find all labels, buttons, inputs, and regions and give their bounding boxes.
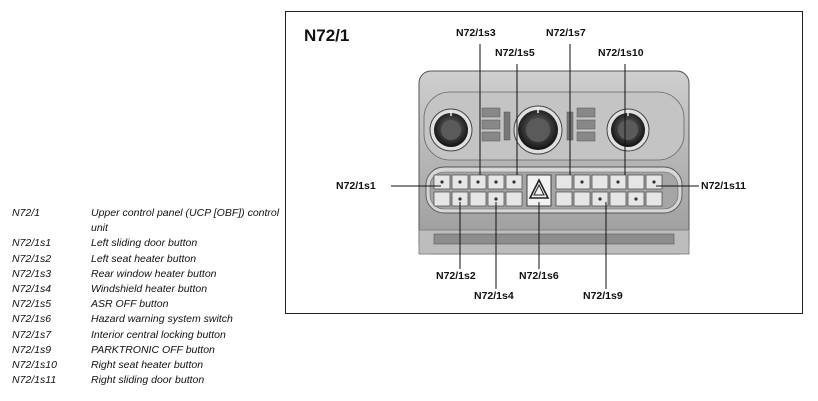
legend-description: PARKTRONIC OFF button	[91, 343, 215, 356]
control-panel-figure: N72/1	[285, 11, 803, 314]
legend-description: Left sliding door button	[91, 237, 198, 250]
legend-code: N72/1s2	[12, 252, 52, 265]
legend-description: Rear window heater button	[91, 267, 217, 280]
left-knob	[429, 108, 473, 152]
legend-row: N72/1 Upper control panel (UCP [OBF]) co…	[12, 206, 282, 236]
callout-s4: N72/1s4	[474, 290, 514, 302]
legend-code: N72/1s11	[12, 374, 57, 387]
legend-code: N72/1s4	[12, 283, 52, 296]
right-button-group	[555, 174, 663, 207]
legend-row: N72/1s11 Right sliding door button	[12, 373, 282, 388]
legend-row: N72/1s6 Hazard warning system switch	[12, 312, 282, 327]
callout-s5: N72/1s5	[495, 47, 535, 59]
legend-code: N72/1s1	[12, 237, 52, 250]
center-knob	[513, 105, 563, 155]
legend-row: N72/1s4 Windshield heater button	[12, 282, 282, 297]
legend-row: N72/1s5 ASR OFF button	[12, 297, 282, 312]
legend-code: N72/1	[12, 207, 41, 219]
legend-description: Upper control panel (UCP [OBF]) control …	[91, 207, 280, 235]
callout-s11: N72/1s11	[701, 180, 746, 192]
hazard-switch	[526, 174, 552, 207]
callout-leader-lines	[391, 44, 699, 289]
callout-s2: N72/1s2	[436, 270, 476, 282]
legend-code: N72/1s6	[12, 313, 52, 326]
control-panel-illustration	[391, 44, 699, 289]
legend-description: Right seat heater button	[91, 359, 204, 372]
legend-code: N72/1s5	[12, 298, 52, 311]
legend-description: Left seat heater button	[91, 252, 197, 265]
callout-s9: N72/1s9	[583, 290, 623, 302]
legend-description: ASR OFF button	[91, 298, 169, 311]
callout-s10: N72/1s10	[598, 47, 644, 59]
callout-s1: N72/1s1	[336, 180, 376, 192]
legend-row: N72/1s9 PARKTRONIC OFF button	[12, 343, 282, 358]
callout-s6: N72/1s6	[519, 270, 559, 282]
legend-code: N72/1s9	[12, 343, 52, 356]
lower-slot	[433, 233, 675, 245]
legend-row: N72/1s10 Right seat heater button	[12, 358, 282, 373]
legend: N72/1 Upper control panel (UCP [OBF]) co…	[12, 206, 282, 388]
legend-code: N72/1s7	[12, 328, 52, 341]
legend-code: N72/1s3	[12, 267, 52, 280]
legend-row: N72/1s3 Rear window heater button	[12, 267, 282, 282]
legend-description: Interior central locking button	[91, 328, 226, 341]
figure-title: N72/1	[304, 26, 350, 45]
legend-row: N72/1s7 Interior central locking button	[12, 328, 282, 343]
legend-code: N72/1s10	[12, 359, 57, 372]
callout-s7: N72/1s7	[546, 27, 586, 39]
legend-description: Right sliding door button	[91, 374, 205, 387]
legend-description: Windshield heater button	[91, 283, 208, 296]
legend-row: N72/1s1 Left sliding door button	[12, 236, 282, 251]
callout-s3: N72/1s3	[456, 27, 496, 39]
legend-row: N72/1s2 Left seat heater button	[12, 252, 282, 267]
indicator-leds	[440, 180, 656, 201]
right-knob	[606, 108, 650, 152]
legend-description: Hazard warning system switch	[91, 313, 233, 326]
